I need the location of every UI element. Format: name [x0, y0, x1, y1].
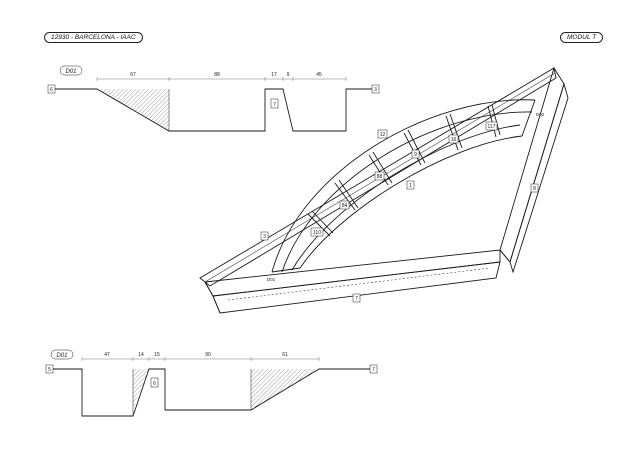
joint-label-d02: D02 [536, 112, 545, 117]
bottom-end-tag-left: 5 [45, 364, 54, 374]
bottom-profile: D01 47 14 15 90 61 [45, 349, 378, 417]
part-tag: 9 [411, 149, 420, 159]
dim-bottom-5: 61 [282, 352, 288, 358]
part-tag: 110 [310, 227, 324, 237]
bottom-profile-label: D01 [50, 349, 74, 360]
module-label: MODUL T [560, 32, 604, 43]
dim-bottom-4: 90 [205, 352, 211, 358]
svg-text:110: 110 [313, 230, 321, 236]
dim-top-1: 67 [130, 72, 136, 78]
bottom-end-tag-right: 7 [369, 364, 378, 374]
top-profile: D01 67 88 17 9 45 [47, 65, 380, 132]
part-tag: 3 [260, 231, 269, 241]
svg-text:7: 7 [372, 367, 375, 373]
part-tag: 7 [352, 293, 361, 303]
dim-bottom-2: 14 [138, 352, 144, 358]
part-tag: 84 [339, 200, 350, 210]
top-end-tag-right: 3 [371, 84, 380, 94]
dim-bottom-1: 47 [104, 352, 110, 358]
svg-text:3: 3 [263, 234, 266, 240]
part-tag: 16 [448, 134, 459, 144]
svg-text:8: 8 [533, 186, 536, 192]
bottom-notch-tag: 6 [150, 377, 159, 388]
top-notch-tag: 7 [270, 98, 279, 109]
part-tag: 8 [530, 183, 539, 193]
part-tag: 1 [406, 180, 415, 190]
dim-top-2: 88 [214, 72, 220, 78]
svg-text:84: 84 [342, 203, 348, 209]
frame-model: 12 117 16 9 88 1 84 110 3 8 7 D01 D02 [199, 66, 569, 314]
svg-text:16: 16 [451, 137, 457, 143]
svg-text:D01: D01 [65, 69, 76, 75]
top-dimension-line: 67 88 17 9 45 [96, 72, 347, 81]
svg-text:7: 7 [355, 296, 358, 302]
svg-text:6: 6 [153, 381, 156, 387]
dim-top-5: 45 [316, 72, 322, 78]
top-profile-label: D01 [59, 65, 83, 76]
project-label: 12930 - BARCELONA - IAAC [44, 32, 143, 43]
svg-text:9: 9 [414, 152, 417, 158]
part-tag: 117 [485, 121, 498, 131]
dim-top-4: 9 [287, 72, 290, 78]
joint-label-d01: D01 [267, 277, 276, 282]
bottom-dimension-line: 47 14 15 90 61 [81, 352, 320, 361]
svg-text:117: 117 [488, 124, 496, 130]
dim-top-3: 17 [271, 72, 277, 78]
svg-text:1: 1 [409, 183, 412, 189]
svg-text:3: 3 [374, 87, 377, 93]
svg-text:6: 6 [50, 87, 53, 93]
svg-text:5: 5 [48, 367, 51, 373]
svg-text:7: 7 [273, 102, 276, 108]
svg-text:88: 88 [377, 174, 383, 180]
part-tag: 12 [377, 129, 388, 139]
svg-text:D01: D01 [56, 353, 67, 359]
svg-text:12: 12 [380, 132, 386, 138]
bottom-profile-outline [53, 368, 370, 417]
top-end-tag-left: 6 [47, 84, 56, 94]
top-profile-outline [55, 88, 372, 132]
part-tag: 88 [374, 171, 385, 181]
dim-bottom-3: 15 [154, 352, 160, 358]
